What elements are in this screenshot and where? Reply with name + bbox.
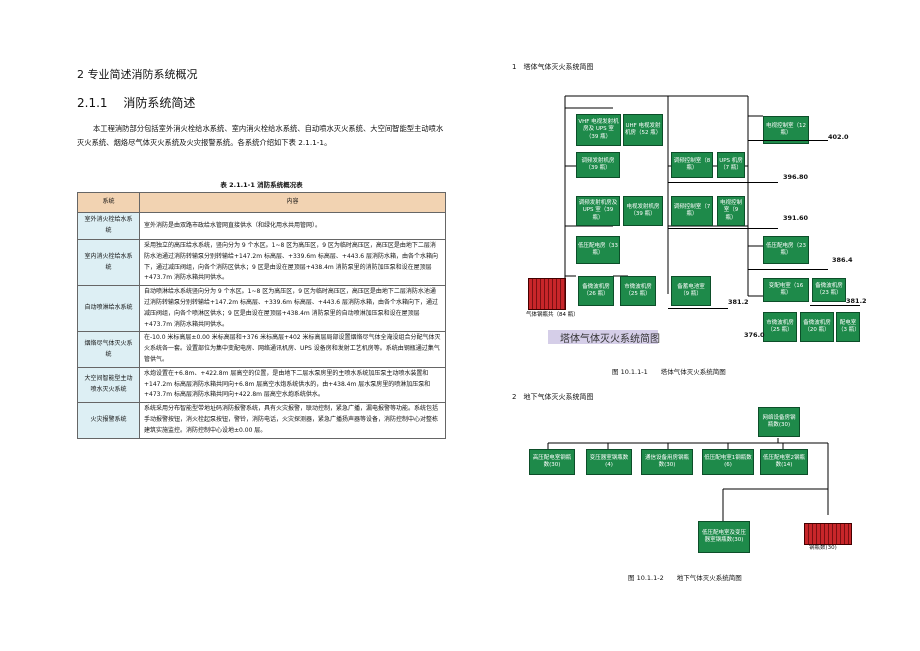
fig2-box: 通信设备用房钢瓶数(30)	[641, 449, 693, 475]
gas-cylinder-bank-icon	[804, 523, 852, 545]
fig1-level-label: 381.2	[846, 297, 867, 305]
fig1-level-line	[668, 182, 778, 183]
fig1-box: 配电室（3 瓶）	[836, 312, 860, 342]
fig1-box: 低压配电房（33 瓶）	[576, 236, 620, 264]
fig1-box: UPS 机房（7 瓶）	[717, 152, 745, 178]
row-content: 采用独立的高压给水系统，竖向分为 9 个水区。1~8 区为高压区，9 区为临时高…	[139, 238, 446, 287]
fig1-box: 市微波机房（25 瓶）	[763, 312, 797, 342]
fig1-diagram: VHF 电视发射机房及 UPS 室（39 瓶） UHF 电视发射机房（52 瓶）…	[518, 86, 867, 348]
fig2-cylinder-label: 钢瓶数(30)	[809, 545, 837, 551]
fig2-box: 低压配电室2钢瓶数(14)	[760, 449, 808, 475]
fig1-box: 调频发射机房及 UPS 室（39 瓶）	[576, 196, 620, 226]
table-row: 火灾报警系统 系统采用分布智能型带地址码消防报警系统，具有火灾报警，联动控制，紧…	[77, 402, 446, 439]
table-caption: 表 2.1.1-1 消防系统概况表	[220, 181, 303, 189]
header-system: 系统	[77, 192, 140, 213]
row-content: 水炮设置在+6.8m、+422.8m 层高空的位置，是由地下二层水泵房里的主喷水…	[139, 366, 446, 404]
gas-cylinder-bank-icon	[528, 278, 566, 310]
fig1-level-line	[668, 308, 728, 309]
fig2-box: 变压器室钢瓶数(4)	[586, 449, 632, 475]
fig1-box: 备蓄电池室（9 瓶）	[671, 276, 711, 306]
fig1-watermark: 塔体气体灭火系统简图	[560, 334, 660, 345]
fig1-box: 电视发射机房（39 瓶）	[623, 196, 663, 226]
fig1-watermark-band	[548, 330, 658, 344]
fig1-caption: 图 10.1.1-1 塔体气体灭火系统简图	[612, 368, 726, 376]
fig1-level-line	[668, 228, 778, 229]
fig2-diagram: 网络设备房钢瓶数(30) 高压配电室钢瓶数(30) 变压器室钢瓶数(4) 通信设…	[528, 405, 868, 555]
table-row: 大空间智能型主动喷水灭火系统 水炮设置在+6.8m、+422.8m 层高空的位置…	[77, 366, 446, 404]
fig2-box: 高压配电室钢瓶数(30)	[529, 449, 575, 475]
fig1-box: 变配电室（16 瓶）	[763, 278, 809, 302]
fig1-level-label: 376.0	[744, 331, 765, 339]
system-table: 系统 内容 室外消火栓给水系统 室外消防是由双路市政给水管网直接供水（和绿化用水…	[77, 192, 446, 439]
fig1-box: UHF 电视发射机房（52 瓶）	[623, 114, 663, 146]
fig1-level-line	[748, 140, 828, 141]
fig1-box: VHF 电视发射机房及 UPS 室（39 瓶）	[576, 114, 621, 146]
fig1-level-line	[810, 305, 860, 306]
table-row: 室外消火栓给水系统 室外消防是由双路市政给水管网直接供水（和绿化用水共用管网）。	[77, 212, 446, 240]
row-content: 系统采用分布智能型带地址码消防报警系统，具有火灾报警，联动控制，紧急广播，漏电报…	[139, 402, 446, 439]
fig1-level-label: 381.2	[728, 298, 749, 306]
fig2-caption: 图 10.1.1-2 地下气体灭火系统简图	[628, 574, 742, 582]
row-content: 室外消防是由双路市政给水管网直接供水（和绿化用水共用管网）。	[139, 212, 446, 240]
row-name: 室外消火栓给水系统	[77, 212, 140, 240]
fig1-box: 调频发射机房（39 瓶）	[576, 152, 620, 178]
fig1-level-label: 402.0	[828, 133, 849, 141]
fig2-box: 网络设备房钢瓶数(30)	[758, 407, 800, 437]
intro-paragraph: 本工程消防部分包括室外消火栓给水系统、室内消火栓给水系统、自动喷水灭火系统、大空…	[77, 124, 444, 147]
fig1-box: 备微波机房（20 瓶）	[800, 312, 834, 342]
fig1-level-label: 391.60	[783, 214, 809, 222]
header-content: 内容	[139, 192, 446, 213]
row-name: 烟烙尽气体灭火系统	[77, 331, 140, 368]
fig1-box: 电视控制室（12 瓶）	[763, 116, 809, 144]
row-name: 火灾报警系统	[77, 402, 140, 439]
fig1-box: 调频控制室（7 瓶）	[671, 196, 713, 226]
fig1-box: 调频控制室（8 瓶）	[671, 152, 713, 178]
fig1-level-label: 396.80	[783, 173, 809, 181]
section-title: 2 专业简述消防系统概况	[77, 68, 198, 81]
fig1-level-line	[748, 269, 828, 270]
row-content: 在-10.0 米标高层±0.00 米标高层和+376 米标高层+402 米标高层…	[139, 331, 446, 368]
table-header-row: 系统 内容	[77, 192, 446, 213]
table-row: 自动喷淋给水系统 自动喷淋给水系统竖向分为 9 个水区。1~8 区为高压区，9 …	[77, 285, 446, 333]
row-name: 大空间智能型主动喷水灭火系统	[77, 366, 140, 404]
fig1-subtitle: 1 塔体气体灭火系统简图	[512, 63, 594, 71]
subsection-title: 2.1.1 消防系统简述	[77, 96, 196, 110]
table-row: 室内消火栓给水系统 采用独立的高压给水系统，竖向分为 9 个水区。1~8 区为高…	[77, 238, 446, 287]
fig1-box: 备微波机房（23 瓶）	[812, 278, 846, 302]
fig2-lines	[547, 438, 829, 521]
fig1-box: 备微波机房（26 瓶）	[578, 276, 614, 306]
row-name: 自动喷淋给水系统	[77, 285, 140, 333]
row-content: 自动喷淋给水系统竖向分为 9 个水区。1~8 区为高压区，9 区为临时高压区，高…	[139, 285, 446, 333]
fig2-box: 低压配电室1钢瓶数(6)	[702, 449, 754, 475]
fig1-box: 低压配电房（23 瓶）	[763, 236, 809, 264]
fig1-level-label: 386.4	[832, 256, 853, 264]
fig1-box: 市微波机房（25 瓶）	[620, 276, 656, 306]
table-row: 烟烙尽气体灭火系统 在-10.0 米标高层±0.00 米标高层和+376 米标高…	[77, 331, 446, 368]
fig2-box: 低压配电室及变压器室钢瓶数(30)	[698, 521, 750, 553]
row-name: 室内消火栓给水系统	[77, 238, 140, 287]
fig2-subtitle: 2 地下气体灭火系统简图	[512, 393, 594, 401]
fig1-box: 电视控制室（9 瓶）	[717, 196, 745, 226]
fig1-cylinder-label: 气体钢瓶共（84 瓶）	[526, 312, 579, 318]
